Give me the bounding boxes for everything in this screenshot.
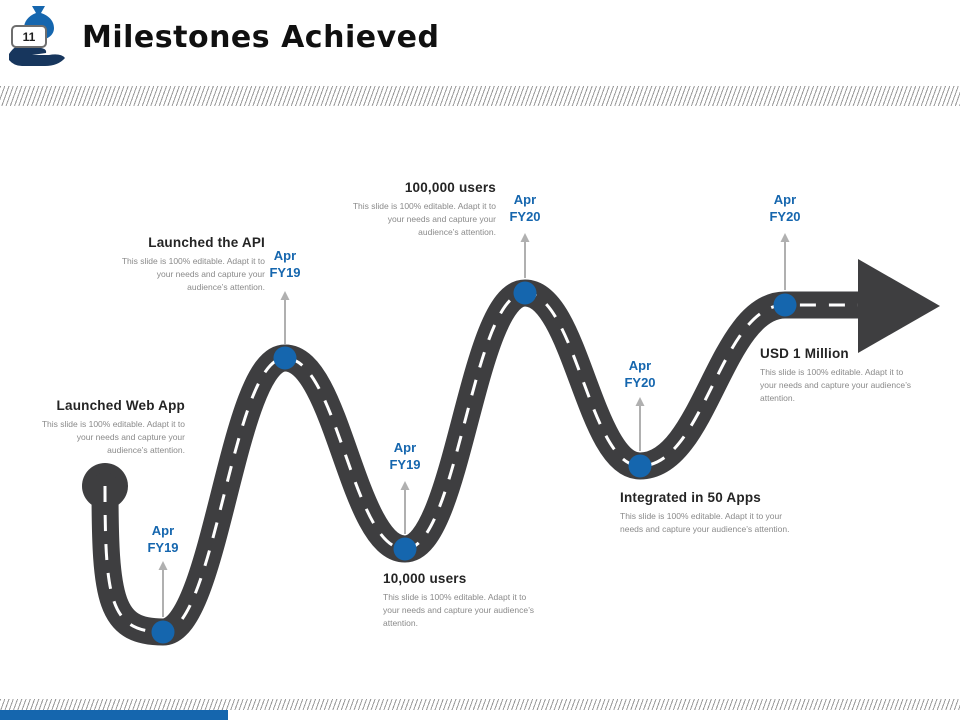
date-year: FY20 bbox=[624, 374, 656, 390]
milestone-block-launched-web-app: Launched Web App This slide is 100% edit… bbox=[35, 398, 185, 456]
milestone-title: 100,000 users bbox=[404, 180, 496, 195]
road-arrowhead-icon bbox=[858, 259, 940, 353]
milestone-description: This slide is 100% editable. Adapt it to… bbox=[121, 256, 265, 292]
milestone-date: Apr FY20 bbox=[495, 192, 555, 226]
date-year: FY19 bbox=[147, 539, 179, 555]
milestone-title: USD 1 Million bbox=[760, 346, 849, 361]
up-arrow-icon bbox=[520, 233, 530, 242]
milestone-description: This slide is 100% editable. Adapt it to… bbox=[352, 201, 496, 237]
up-arrow-icon bbox=[158, 561, 168, 570]
milestone-dot-1 bbox=[151, 620, 175, 644]
up-arrow-icon bbox=[635, 397, 645, 406]
milestone-date: Apr FY20 bbox=[755, 192, 815, 226]
date-month: Apr bbox=[513, 192, 537, 207]
up-arrow-icon bbox=[400, 481, 410, 490]
date-month: Apr bbox=[773, 192, 797, 207]
milestone-title: Integrated in 50 Apps bbox=[620, 490, 761, 505]
hand-shape bbox=[9, 44, 65, 66]
date-month: Apr bbox=[628, 358, 652, 373]
milestone-dot-5 bbox=[628, 454, 652, 478]
date-year: FY19 bbox=[389, 456, 421, 472]
milestone-date: Apr FY19 bbox=[375, 440, 435, 474]
bottom-hatch-divider bbox=[0, 699, 960, 710]
page-title: Milestones Achieved bbox=[82, 20, 440, 55]
milestone-title: Launched Web App bbox=[56, 398, 185, 413]
date-year: FY19 bbox=[269, 264, 301, 280]
milestone-block-integrated-50-apps: Integrated in 50 Apps This slide is 100%… bbox=[620, 490, 790, 536]
up-arrow-icon bbox=[780, 233, 790, 242]
milestone-description: This slide is 100% editable. Adapt it to… bbox=[760, 367, 912, 403]
date-year: FY20 bbox=[769, 208, 801, 224]
milestone-date: Apr FY19 bbox=[133, 523, 193, 557]
date-month: Apr bbox=[393, 440, 417, 455]
milestone-date: Apr FY20 bbox=[610, 358, 670, 392]
milestone-title: 10,000 users bbox=[383, 571, 467, 586]
top-hatch-divider bbox=[0, 86, 960, 106]
up-arrow-icon bbox=[280, 291, 290, 300]
milestone-dot-2 bbox=[273, 346, 297, 370]
milestone-date: Apr FY19 bbox=[255, 248, 315, 282]
milestone-dot-4 bbox=[513, 281, 537, 305]
milestone-dot-3 bbox=[393, 537, 417, 561]
bottom-accent-bar bbox=[0, 710, 228, 720]
milestone-block-usd-1-million: USD 1 Million This slide is 100% editabl… bbox=[760, 346, 920, 404]
milestone-block-100000-users: 100,000 users This slide is 100% editabl… bbox=[346, 180, 496, 238]
connector-arrows bbox=[158, 233, 790, 617]
milestone-dot-6 bbox=[773, 293, 797, 317]
milestone-block-launched-the-api: Launched the API This slide is 100% edit… bbox=[115, 235, 265, 293]
milestone-description: This slide is 100% editable. Adapt it to… bbox=[41, 419, 185, 455]
date-year: FY20 bbox=[509, 208, 541, 224]
date-month: Apr bbox=[273, 248, 297, 263]
milestone-block-10000-users: 10,000 users This slide is 100% editable… bbox=[383, 571, 543, 629]
slide-number-badge: 11 bbox=[11, 25, 47, 48]
milestone-title: Launched the API bbox=[148, 235, 265, 250]
date-month: Apr bbox=[151, 523, 175, 538]
milestone-description: This slide is 100% editable. Adapt it to… bbox=[383, 592, 535, 628]
milestone-dots bbox=[151, 281, 797, 644]
milestone-description: This slide is 100% editable. Adapt it to… bbox=[620, 511, 790, 534]
